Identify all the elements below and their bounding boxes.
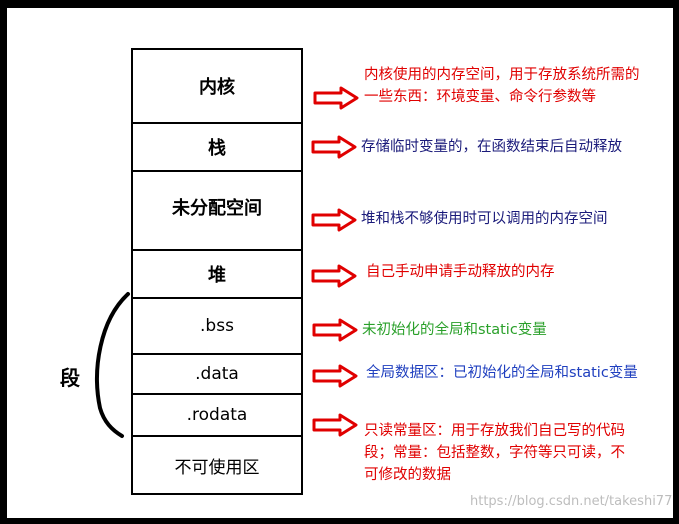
segment-heap: 堆 xyxy=(133,251,301,299)
arrow-right-icon xyxy=(312,413,358,437)
watermark: https://blog.csdn.net/takeshi77 xyxy=(470,494,673,509)
segment-label: .rodata xyxy=(186,405,248,425)
segment-label: 未分配空间 xyxy=(172,198,262,219)
frame-left-border xyxy=(0,0,7,524)
segment-label: 内核 xyxy=(199,77,235,98)
segment-label: 堆 xyxy=(208,265,226,286)
annotation-unallocated: 堆和栈不够使用时可以调用的内存空间 xyxy=(361,211,608,227)
segment-stack: 栈 xyxy=(133,124,301,172)
segment-data: .data xyxy=(133,355,301,395)
segment-label: 不可使用区 xyxy=(174,457,260,478)
annotation-bss: 未初始化的全局和static变量 xyxy=(362,322,547,338)
segment-unallocated: 未分配空间 xyxy=(133,172,301,251)
frame-right-border xyxy=(673,0,679,524)
annotation-kernel: 内核使用的内存空间，用于存放系统所需的 一些东西：环境变量、命令行参数等 xyxy=(364,67,640,105)
annotation-data: 全局数据区：已初始化的全局和static变量 xyxy=(366,365,638,381)
annotation-rodata: 只读常量区：用于存放我们自己写的代码 段；常量：包括整数，字符等只可读，不 可修… xyxy=(364,423,625,483)
segment-bss: .bss xyxy=(133,299,301,355)
arrow-right-icon xyxy=(312,364,358,388)
segment-label: 栈 xyxy=(208,138,226,159)
segment-unusable: 不可使用区 xyxy=(133,437,301,493)
segment-rodata: .rodata xyxy=(133,395,301,437)
frame-top-border xyxy=(0,0,679,8)
segment-kernel: 内核 xyxy=(133,50,301,124)
annotation-stack: 存储临时变量的，在函数结束后自动释放 xyxy=(361,139,622,155)
annotation-heap: 自己手动申请手动释放的内存 xyxy=(366,264,555,280)
arrow-right-icon xyxy=(312,318,358,342)
frame-bottom-border xyxy=(0,518,679,524)
segment-label: .data xyxy=(195,364,239,384)
memory-layout-stack: 内核 栈 未分配空间 堆 .bss .data .rodata 不可使用区 xyxy=(131,48,303,495)
segment-label: .bss xyxy=(200,316,234,336)
arrow-right-icon xyxy=(313,86,359,110)
segment-brace xyxy=(95,292,130,438)
arrow-right-icon xyxy=(311,208,357,232)
segment-group-label: 段 xyxy=(60,366,80,390)
arrow-right-icon xyxy=(311,264,357,288)
arrow-right-icon xyxy=(311,135,357,159)
